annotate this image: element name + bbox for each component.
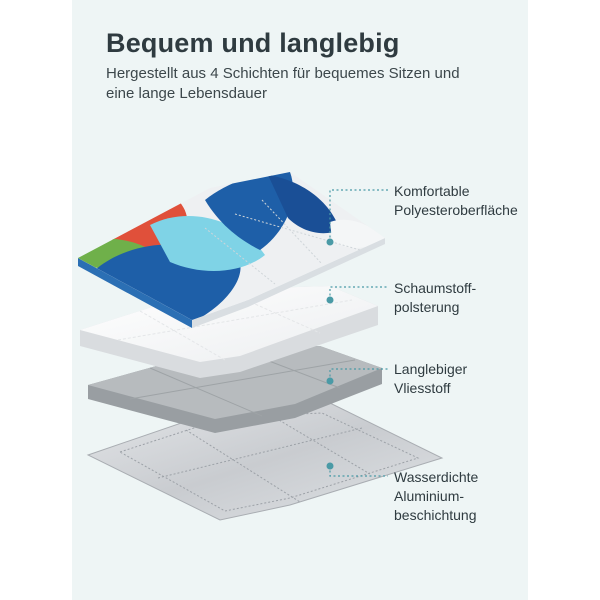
callout-line: Komfortable	[394, 183, 470, 199]
callout-line: Polyesteroberfläche	[394, 202, 518, 218]
subtitle-line-2: eine lange Lebensdauer	[106, 85, 267, 102]
page-subtitle: Hergestellt aus 4 Schichten für bequemes…	[106, 64, 486, 104]
callout-line: polsterung	[394, 299, 460, 315]
callout-connectors	[329, 189, 388, 477]
callout-line: Vliesstoff	[394, 380, 451, 396]
callout-line: Aluminium-	[394, 488, 465, 504]
subtitle-line-1: Hergestellt aus 4 Schichten für bequemes…	[106, 65, 460, 82]
callout-foam: Schaumstoff- polsterung	[394, 279, 476, 317]
page-title: Bequem und langlebig	[106, 28, 400, 58]
callout-line: Wasserdichte	[394, 469, 479, 485]
callout-polyester: Komfortable Polyesteroberfläche	[394, 182, 518, 220]
callout-line: Schaumstoff-	[394, 280, 477, 296]
callout-dots	[326, 238, 334, 470]
foam-layer	[80, 286, 378, 378]
callout-fleece: Langlebiger Vliesstoff	[394, 360, 467, 398]
callout-aluminium: Wasserdichte Aluminium- beschichtung	[394, 468, 478, 525]
callout-line: beschichtung	[394, 507, 477, 523]
callout-line: Langlebiger	[394, 361, 468, 377]
